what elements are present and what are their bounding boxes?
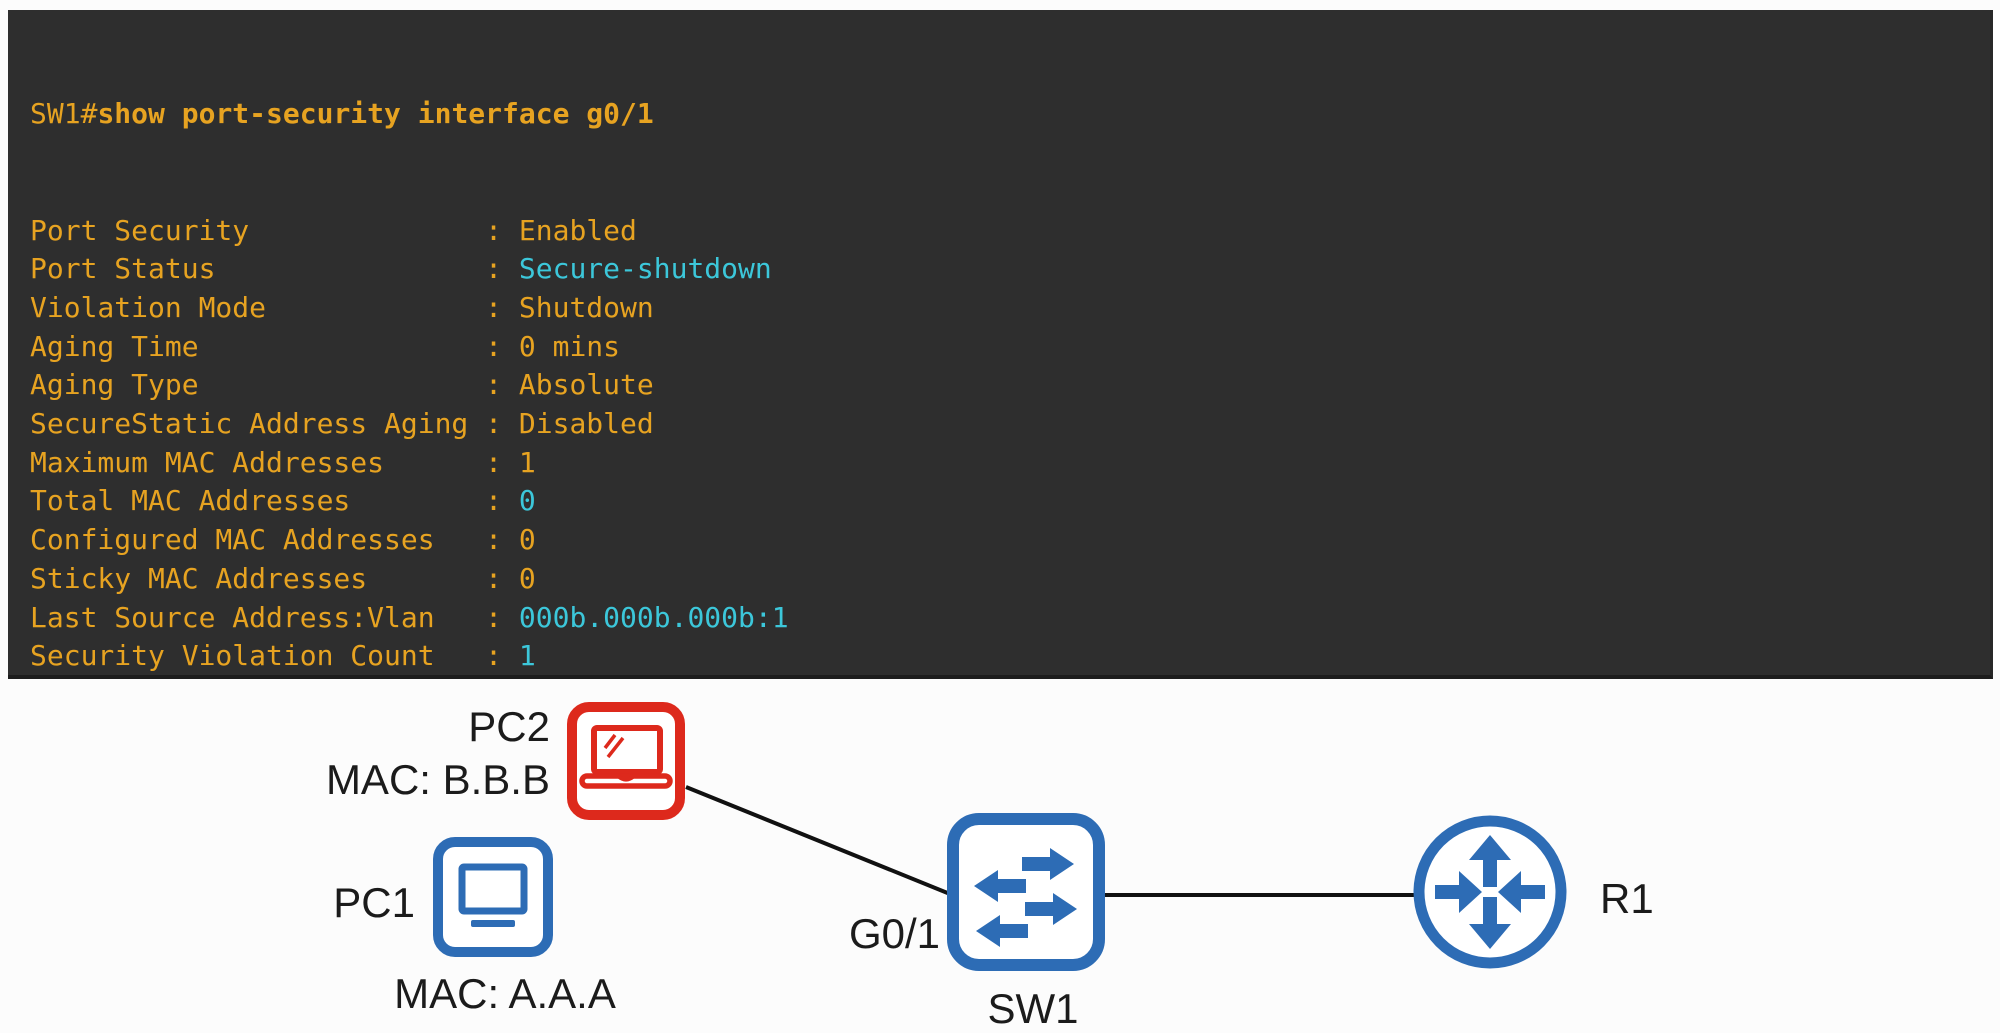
- terminal-row-value: 0 mins: [518, 329, 621, 363]
- terminal-row-label: Aging Time :: [30, 329, 519, 363]
- terminal-row: Configured MAC Addresses : 0: [30, 521, 1990, 560]
- terminal-prompt: SW1#: [30, 97, 98, 131]
- terminal-row-value: 0: [518, 484, 536, 518]
- terminal-row-value: 0: [518, 561, 536, 595]
- terminal-row-value: 000b.000b.000b:1: [518, 600, 789, 634]
- terminal-row: Sticky MAC Addresses : 0: [30, 560, 1990, 599]
- terminal-row: Aging Type : Absolute: [30, 366, 1990, 405]
- pc2-name: PC2: [468, 703, 550, 750]
- pc2-labels: PC2 MAC: B.B.B: [230, 700, 550, 806]
- sw1-device: [947, 813, 1105, 971]
- terminal-row-label: Maximum MAC Addresses :: [30, 445, 519, 479]
- terminal-row: SecureStatic Address Aging : Disabled: [30, 405, 1990, 444]
- terminal-row-label: Security Violation Count :: [30, 639, 519, 673]
- terminal-row-label: Port Security :: [30, 213, 519, 247]
- terminal-row-value: Enabled: [518, 213, 637, 247]
- terminal-row: Maximum MAC Addresses : 1: [30, 444, 1990, 483]
- pc1-device: [433, 837, 553, 957]
- terminal-row-value: Shutdown: [518, 290, 654, 324]
- sw1-name: SW1: [987, 985, 1079, 1032]
- terminal-row: Violation Mode : Shutdown: [30, 289, 1990, 328]
- terminal-row-label: Sticky MAC Addresses :: [30, 561, 519, 595]
- pc2-mac: MAC: B.B.B: [325, 756, 550, 803]
- sw1-port-label: G0/1: [848, 910, 940, 957]
- terminal-row: Aging Time : 0 mins: [30, 328, 1990, 367]
- pc1-mac: MAC: A.A.A: [394, 970, 616, 1017]
- terminal-row-value: Secure-shutdown: [518, 252, 772, 286]
- pc2-device: [567, 702, 685, 820]
- router-icon: [1413, 815, 1567, 969]
- terminal-row-label: Total MAC Addresses :: [30, 484, 519, 518]
- r1-name: R1: [1600, 875, 1654, 922]
- terminal-row-label: Port Status :: [30, 252, 519, 286]
- terminal-row-label: SecureStatic Address Aging :: [30, 407, 519, 441]
- terminal-row-value: Absolute: [518, 368, 654, 402]
- r1-device: [1410, 812, 1570, 972]
- switch-icon: [947, 813, 1105, 971]
- pc1-name: PC1: [333, 879, 415, 926]
- terminal-row-label: Aging Type :: [30, 368, 519, 402]
- terminal-row: Port Security : Enabled: [30, 212, 1990, 251]
- terminal-command: show port-security interface g0/1: [97, 97, 654, 131]
- terminal-row-label: Last Source Address:Vlan :: [30, 600, 519, 634]
- terminal-command-line: SW1#show port-security interface g0/1: [30, 95, 1990, 134]
- link-pc2-sw1: [685, 785, 951, 896]
- terminal-row-value: 0: [518, 523, 536, 557]
- terminal-row-label: Violation Mode :: [30, 290, 519, 324]
- terminal-window[interactable]: SW1#show port-security interface g0/1 Po…: [8, 10, 1993, 679]
- terminal-row-value: 1: [518, 445, 536, 479]
- terminal-row: Total MAC Addresses : 0: [30, 482, 1990, 521]
- desktop-icon: [433, 837, 553, 957]
- terminal-row: Port Status : Secure-shutdown: [30, 250, 1990, 289]
- laptop-icon: [567, 702, 685, 820]
- terminal-row-value: Disabled: [518, 407, 654, 441]
- terminal-row-label: Configured MAC Addresses :: [30, 523, 519, 557]
- link-lines: [685, 785, 1425, 897]
- terminal-row: Security Violation Count : 1: [30, 637, 1990, 676]
- network-diagram: PC2 MAC: B.B.B PC1 MAC: A.A.: [0, 683, 2000, 1033]
- terminal-row: Last Source Address:Vlan : 000b.000b.000…: [30, 599, 1990, 638]
- terminal-row-value: 1: [518, 639, 536, 673]
